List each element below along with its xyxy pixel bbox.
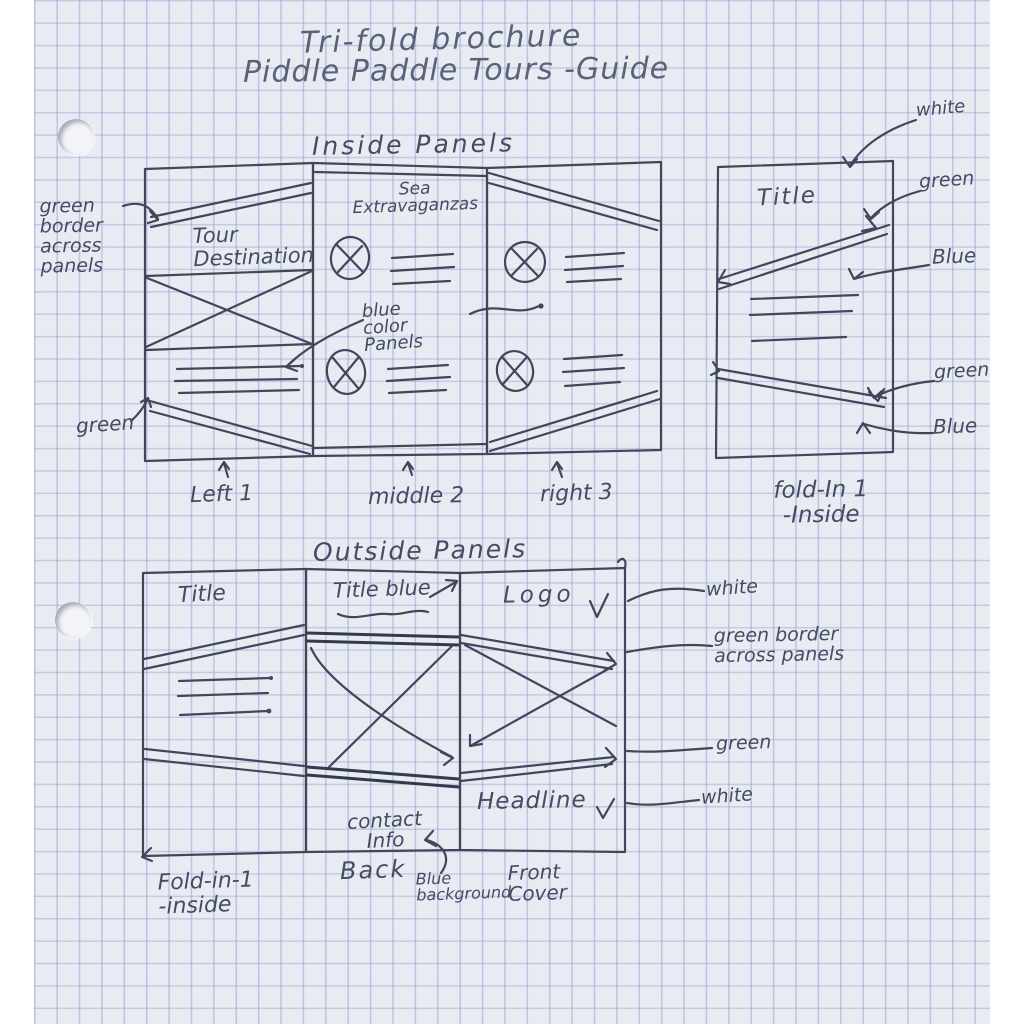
inside-panels-heading: Inside Panels [311, 128, 516, 161]
green-bottom-annotation-arrow [129, 396, 153, 423]
outside-middle-caption: Back [339, 854, 407, 886]
outside-right-panel-outline [458, 557, 627, 854]
blue-note-arrow-left [284, 318, 365, 373]
page-title-line2: Piddle Paddle Tours -Guide [242, 51, 670, 90]
inside-right-panel-top-green-band [487, 171, 661, 232]
contact-info-text: contact Info [346, 806, 423, 853]
green-border-annotation: green border across panels [39, 194, 104, 278]
outside-right-x-placeholder [463, 643, 618, 748]
foldin-top-band [716, 214, 891, 291]
outside-left-caption: Fold-in-1 -inside [157, 867, 255, 920]
outside-annotation-white-bottom: white [700, 783, 754, 809]
inside-right-image-icon-2 [495, 349, 535, 393]
outside-middle-panel-top-text: Title blue [332, 575, 432, 603]
outside-annotation-white-top: white [705, 575, 759, 601]
foldin-panel-text: Title [756, 182, 818, 212]
outside-annotation-green: green [715, 731, 772, 755]
blue-note-arrow-right [468, 303, 544, 316]
foldin-annotation-arrows [841, 118, 936, 435]
foldin-bottom-band [709, 360, 888, 409]
inside-left-panel-text-lines [173, 364, 304, 395]
outside-middle-x-placeholder [309, 644, 455, 770]
headline-checkmark-icon [595, 797, 616, 820]
punch-hole-top [58, 119, 94, 155]
inside-middle-caption: middle 2 [367, 483, 465, 510]
outside-left-top-band [142, 623, 306, 671]
foldin-caption: fold-In 1 -Inside [773, 476, 869, 529]
outside-right-top-band [459, 633, 618, 673]
green-bottom-annotation: green [75, 410, 135, 439]
inside-right-panel-bottom-green-band [488, 389, 662, 453]
foldin-annotation-white-top: white [915, 95, 967, 122]
green-border-annotation-arrow [121, 202, 160, 225]
outside-left-bottom-band [142, 747, 306, 778]
inside-middle-panel-heading: Sea Extravaganzas [352, 178, 479, 219]
inside-left-panel-bottom-green-band [148, 399, 314, 456]
blue-background-note: Blue background [415, 868, 512, 905]
inside-left-panel-image-placeholder [144, 268, 314, 352]
blue-color-panels-note: blue color Panels [361, 298, 424, 357]
title-blue-underline [336, 578, 459, 619]
outside-annotation-green-border: green border across panels [713, 622, 845, 668]
blue-background-arrow [423, 829, 447, 875]
foldin-annotation-green-bottom: green [933, 358, 990, 384]
outside-right-bottom-band [459, 746, 618, 783]
outside-left-panel-outline [140, 567, 308, 863]
outside-right-caption: Front Cover [507, 859, 568, 907]
inside-middle-text-lines-2 [385, 363, 452, 395]
foldin-annotation-blue-bottom: Blue [932, 413, 978, 439]
inside-caption-arrows [217, 460, 564, 479]
foldin-annotation-blue-top: Blue [931, 243, 977, 269]
headline-text: Headline [476, 787, 587, 815]
outside-middle-top-band [305, 631, 461, 647]
logo-checkmark-icon [588, 592, 610, 619]
inside-right-panel-outline [485, 160, 663, 456]
outside-middle-bottom-band [305, 765, 461, 789]
foldin-panel-outline [714, 159, 895, 460]
outside-annotation-connectors [625, 587, 714, 806]
inside-left-caption: Left 1 [189, 480, 254, 509]
inside-left-panel-top-green-band [149, 181, 313, 229]
inside-left-panel-text: Tour Destination [192, 222, 315, 271]
inside-middle-text-lines-1 [389, 252, 456, 286]
foldin-text-lines [748, 293, 860, 343]
inside-middle-image-icon-2 [325, 348, 367, 396]
outside-right-panel-top-text: Logo [502, 581, 575, 609]
graph-paper [34, 0, 990, 1024]
inside-right-text-lines-1 [563, 251, 626, 284]
outside-panels-heading: Outside Panels [312, 534, 528, 567]
inside-right-text-lines-2 [561, 353, 626, 388]
inside-middle-image-icon-1 [329, 235, 371, 281]
foldin-annotation-green-top: green [918, 167, 975, 193]
inside-right-image-icon-1 [503, 240, 547, 284]
outside-left-text-lines [176, 676, 273, 717]
punch-hole-bottom [55, 602, 91, 638]
inside-right-caption: right 3 [539, 479, 614, 508]
outside-left-panel-text: Title [177, 580, 227, 609]
